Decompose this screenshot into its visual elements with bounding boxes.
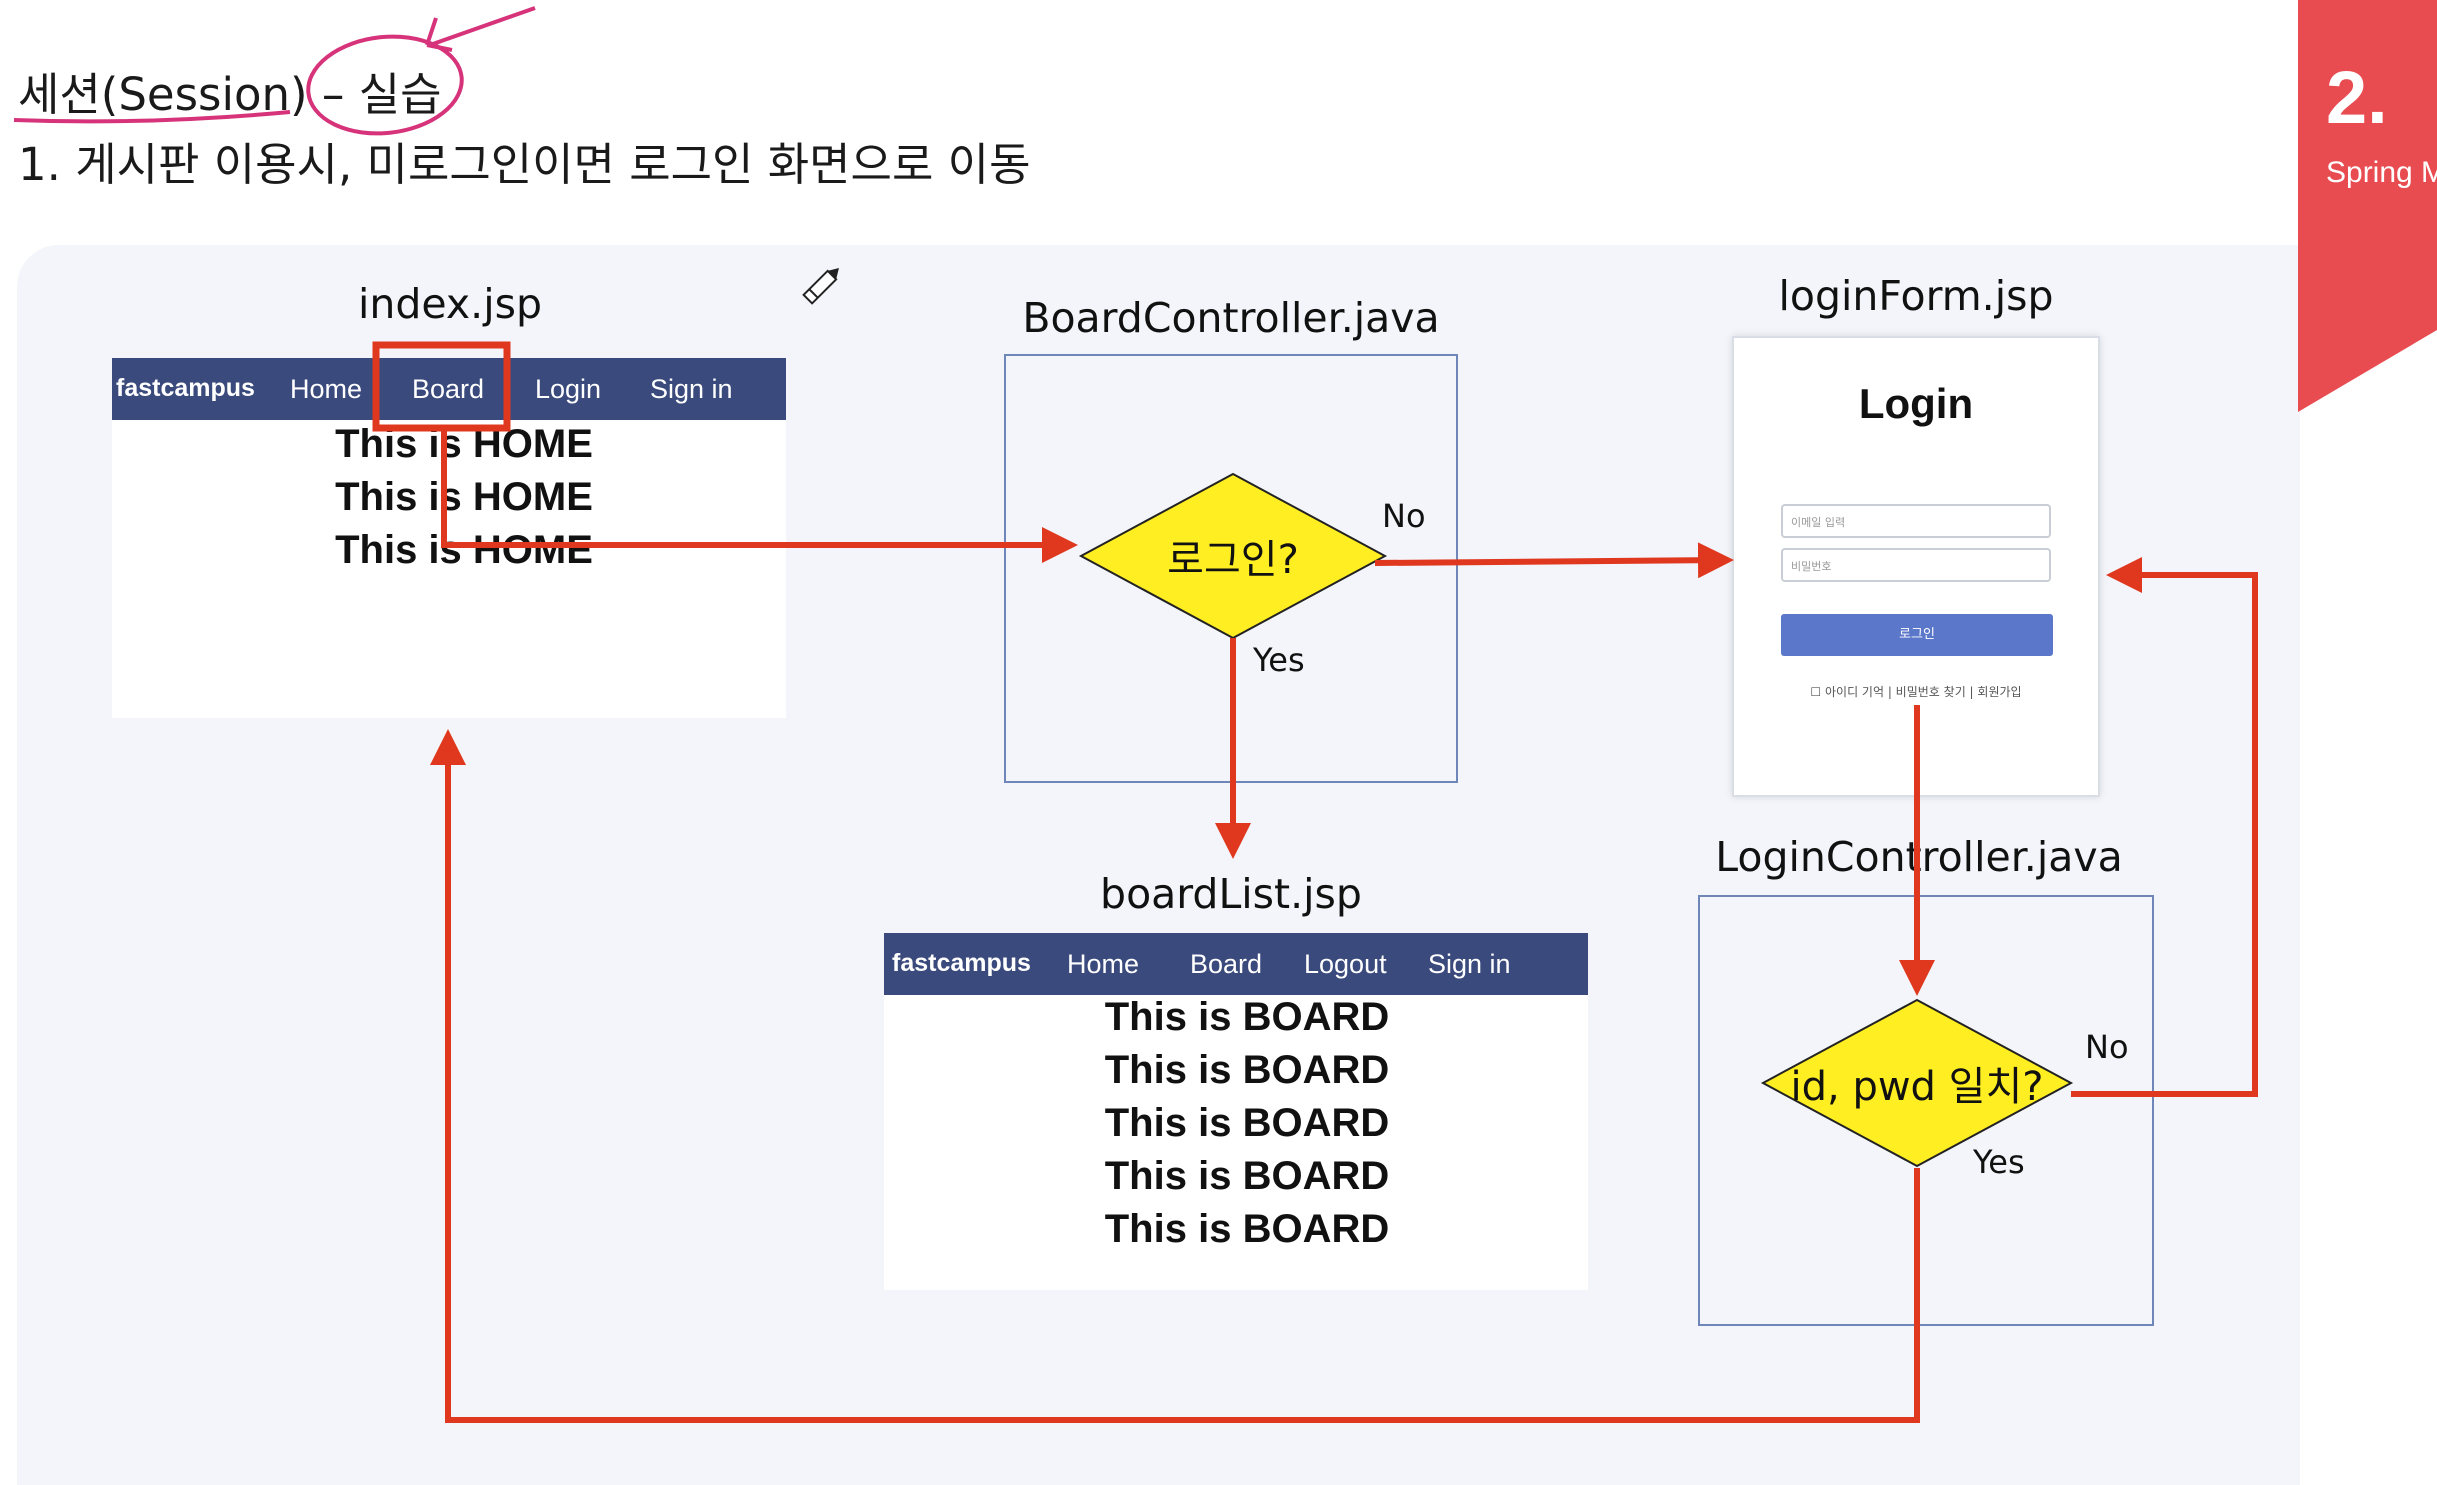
login-links[interactable]: ☐ 아이디 기억 | 비밀번호 찾기 | 회원가입 — [1810, 685, 2022, 699]
id-input[interactable]: 이메일 입력 — [1781, 504, 2051, 538]
nav-board[interactable]: Board — [1190, 949, 1263, 979]
board-list-label: boardList.jsp — [1100, 870, 1362, 918]
board-line: This is BOARD — [1104, 1101, 1390, 1145]
no-label: No — [1382, 497, 1426, 535]
index-navbar: fastcampus Home Board Login Sign in — [112, 358, 786, 420]
board-controller-label: BoardController.java — [1022, 294, 1440, 342]
nav-board[interactable]: Board — [412, 374, 485, 404]
no-label: No — [2085, 1028, 2129, 1066]
slide-title: 세션(Session) – 실습 — [18, 68, 442, 121]
index-line: This is HOME — [335, 528, 593, 572]
yes-label: Yes — [1973, 1143, 2025, 1181]
credential-decision-text: id, pwd 일치? — [1790, 1064, 2044, 1110]
board-list-navbar: fastcampus Home Board Logout Sign in — [884, 933, 1588, 995]
nav-brand[interactable]: fastcampus — [116, 374, 255, 402]
nav-home[interactable]: Home — [1067, 949, 1140, 979]
login-form-label: loginForm.jsp — [1778, 272, 2054, 320]
login-decision-text: 로그인? — [1167, 537, 1299, 583]
index-label: index.jsp — [358, 280, 542, 328]
index-line: This is HOME — [335, 475, 593, 519]
section-number: 2. — [2326, 56, 2388, 139]
nav-login[interactable]: Login — [535, 374, 602, 404]
nav-brand[interactable]: fastcampus — [892, 949, 1031, 977]
annotation-underline — [13, 110, 291, 124]
credential-decision-diamond — [1760, 998, 2074, 1168]
arrow-no-to-login-form — [1374, 542, 1734, 579]
annotation-circle — [306, 34, 464, 136]
board-line: This is BOARD — [1104, 1154, 1390, 1198]
arrow-yes-back-to-index — [430, 729, 1920, 1423]
login-button[interactable]: 로그인 — [1781, 614, 2053, 656]
nav-signin[interactable]: Sign in — [1428, 949, 1511, 979]
password-input[interactable]: 비밀번호 — [1781, 548, 2051, 582]
section-subtitle: Spring M — [2326, 156, 2437, 189]
annotation-arrow — [429, 6, 536, 47]
index-screen: fastcampus Home Board Login Sign in This… — [112, 358, 786, 718]
board-line: This is BOARD — [1104, 1207, 1390, 1251]
arrow-no-back-to-login-form — [2071, 557, 2258, 1097]
board-list-screen: fastcampus Home Board Logout Sign in Thi… — [884, 933, 1588, 1290]
yes-label: Yes — [1253, 641, 1305, 679]
nav-logout[interactable]: Logout — [1304, 949, 1387, 979]
board-highlight — [372, 341, 511, 432]
login-form-title: Login — [1858, 380, 1974, 427]
nav-signin[interactable]: Sign in — [650, 374, 733, 404]
annotation-arrowhead — [425, 17, 453, 52]
board-line: This is BOARD — [1104, 995, 1390, 1039]
slide-subtitle: 1. 게시판 이용시, 미로그인이면 로그인 화면으로 이동 — [18, 138, 1031, 191]
board-line: This is BOARD — [1104, 1048, 1390, 1092]
nav-home[interactable]: Home — [290, 374, 363, 404]
pencil-icon — [802, 268, 839, 305]
corner-ribbon — [2298, 0, 2437, 412]
arrow-index-to-controller — [441, 428, 1078, 563]
